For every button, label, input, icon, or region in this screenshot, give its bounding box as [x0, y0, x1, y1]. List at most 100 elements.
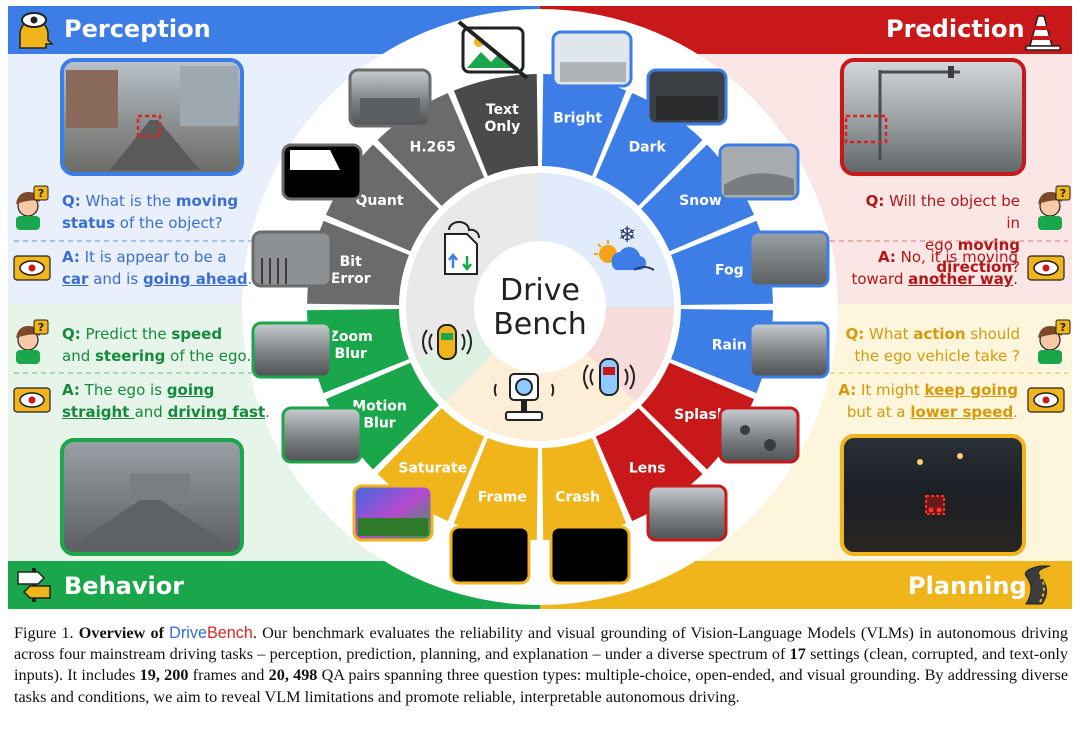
behavior-photo	[60, 438, 244, 556]
caption-text: . Our benchmark evaluates the reliabilit…	[14, 624, 1068, 664]
a-text: toward	[851, 270, 909, 288]
a-text: .	[1013, 403, 1018, 421]
wheel-segment	[541, 74, 627, 176]
perception-answer: A: It is appear to be a car and is going…	[62, 246, 252, 290]
planning-photo	[840, 434, 1026, 556]
car-motion-icon	[422, 324, 472, 360]
eye-icon	[13, 387, 51, 413]
svg-text:?: ?	[38, 187, 44, 200]
compression-icon	[444, 221, 480, 275]
road-icon	[1024, 565, 1051, 605]
wheel-segment-label: Blur	[335, 346, 367, 362]
planning-answer: A: It might keep going but at a lower sp…	[838, 379, 1018, 423]
a-emph: going ahead	[142, 270, 248, 288]
wheel-segment-label: Bright	[553, 111, 602, 127]
thinking-person-icon: ?	[16, 319, 49, 364]
q-emph: steering	[95, 347, 166, 365]
a-emph: car	[62, 270, 89, 288]
a-emph: lower speed	[910, 403, 1014, 421]
svg-text:?: ?	[1060, 187, 1066, 200]
traffic-cone-icon	[1025, 15, 1061, 51]
a-text: but at a	[846, 403, 911, 421]
wheel-segment	[307, 220, 409, 306]
thumb-zoom-blur	[251, 321, 333, 379]
a-text: .	[265, 403, 270, 421]
a-emph: going	[166, 381, 215, 399]
q-text: of the object?	[115, 214, 223, 232]
a-emph: another way	[908, 270, 1014, 288]
q-emph: status	[62, 214, 115, 232]
wheel-segment-label: Quant	[356, 193, 404, 209]
q-text: Will the object be in	[884, 192, 1020, 232]
q-label: Q:	[62, 325, 81, 343]
thumb-crash	[549, 525, 631, 585]
thumb-text-only	[348, 68, 432, 128]
thumb-bright	[551, 30, 633, 88]
a-emph: keep going	[924, 381, 1018, 399]
a-label: A:	[838, 381, 857, 399]
q-text: ?	[1012, 258, 1020, 276]
a-emph: driving fast	[167, 403, 266, 421]
thumb-splash	[718, 406, 800, 464]
center-disc	[474, 241, 606, 373]
brand-bench: Bench	[206, 624, 253, 642]
wheel-segment-label: Text	[486, 102, 519, 118]
inner-camera-tint	[445, 307, 635, 441]
a-text: It might	[856, 381, 925, 399]
wheel-segment-label: Frame	[478, 489, 527, 505]
q-text: and	[62, 347, 95, 365]
eye-icon	[1027, 255, 1065, 281]
brand-drive: Drive	[169, 624, 207, 642]
figure-caption: Figure 1. Overview of DriveBench. Our be…	[14, 623, 1068, 708]
a-label: A:	[877, 248, 896, 266]
eye-head-icon	[19, 12, 54, 49]
thinking-person-icon: ?	[1038, 185, 1071, 230]
thinking-person-icon: ?	[16, 185, 49, 230]
car-sensor-icon	[583, 358, 635, 396]
caption-label: Figure 1.	[14, 624, 74, 642]
q-text: What	[864, 325, 914, 343]
svg-text:❄: ❄	[618, 223, 636, 248]
thumb-quant	[281, 143, 363, 201]
wheel-segment-label: Fog	[715, 262, 744, 278]
wheel-segment	[541, 438, 627, 540]
wheel-segment-label: Saturate	[398, 460, 467, 476]
no-image-icon	[457, 20, 529, 80]
a-text: .	[247, 270, 253, 288]
a-emph: straight	[62, 403, 135, 421]
a-text: .	[1013, 270, 1018, 288]
a-label: A:	[62, 248, 80, 266]
thumb-snow	[718, 143, 800, 201]
eye-icon	[13, 255, 51, 281]
caption-text: frames and	[188, 666, 269, 685]
wheel-segment	[307, 308, 409, 394]
wheel-segment-label: Bit	[340, 254, 362, 270]
wheel-segment	[671, 220, 773, 306]
q-text: of the ego.	[165, 347, 252, 365]
caption-text: settings (clean, corrupted, and text-onl…	[14, 645, 1069, 685]
wheel-segment	[453, 74, 539, 176]
wheel-segment-label: Lens	[629, 460, 666, 476]
figure-canvas: BrightDarkSnowFogRainSplashLensCrashFram…	[8, 6, 1072, 609]
prediction-answer: A: No, it is moving toward another way.	[840, 246, 1018, 290]
wheel-segment-label: Motion	[352, 399, 407, 415]
wheel-segment-label: H.265	[410, 140, 456, 156]
wheel-segment-label: Rain	[712, 338, 747, 354]
thumb-fog	[748, 230, 830, 288]
thinking-person-icon: ?	[1038, 319, 1071, 364]
thumb-lens	[646, 484, 728, 542]
q-text: What is the	[80, 192, 176, 210]
a-text: and is	[88, 270, 143, 288]
thumb-motion-blur	[281, 406, 363, 464]
caption-num-settings: 17	[789, 645, 806, 664]
a-text: No, it is moving	[895, 248, 1018, 266]
planning-title: Planning	[908, 572, 1027, 600]
perception-question: Q: What is the moving status of the obje…	[62, 190, 238, 234]
q-emph: speed	[171, 325, 223, 343]
a-text: The ego is	[79, 381, 167, 399]
direction-sign-icon	[17, 568, 51, 602]
wheel-segment-label: Zoom	[329, 329, 373, 345]
thumb-bit-error	[251, 230, 333, 288]
behavior-title: Behavior	[64, 572, 185, 600]
